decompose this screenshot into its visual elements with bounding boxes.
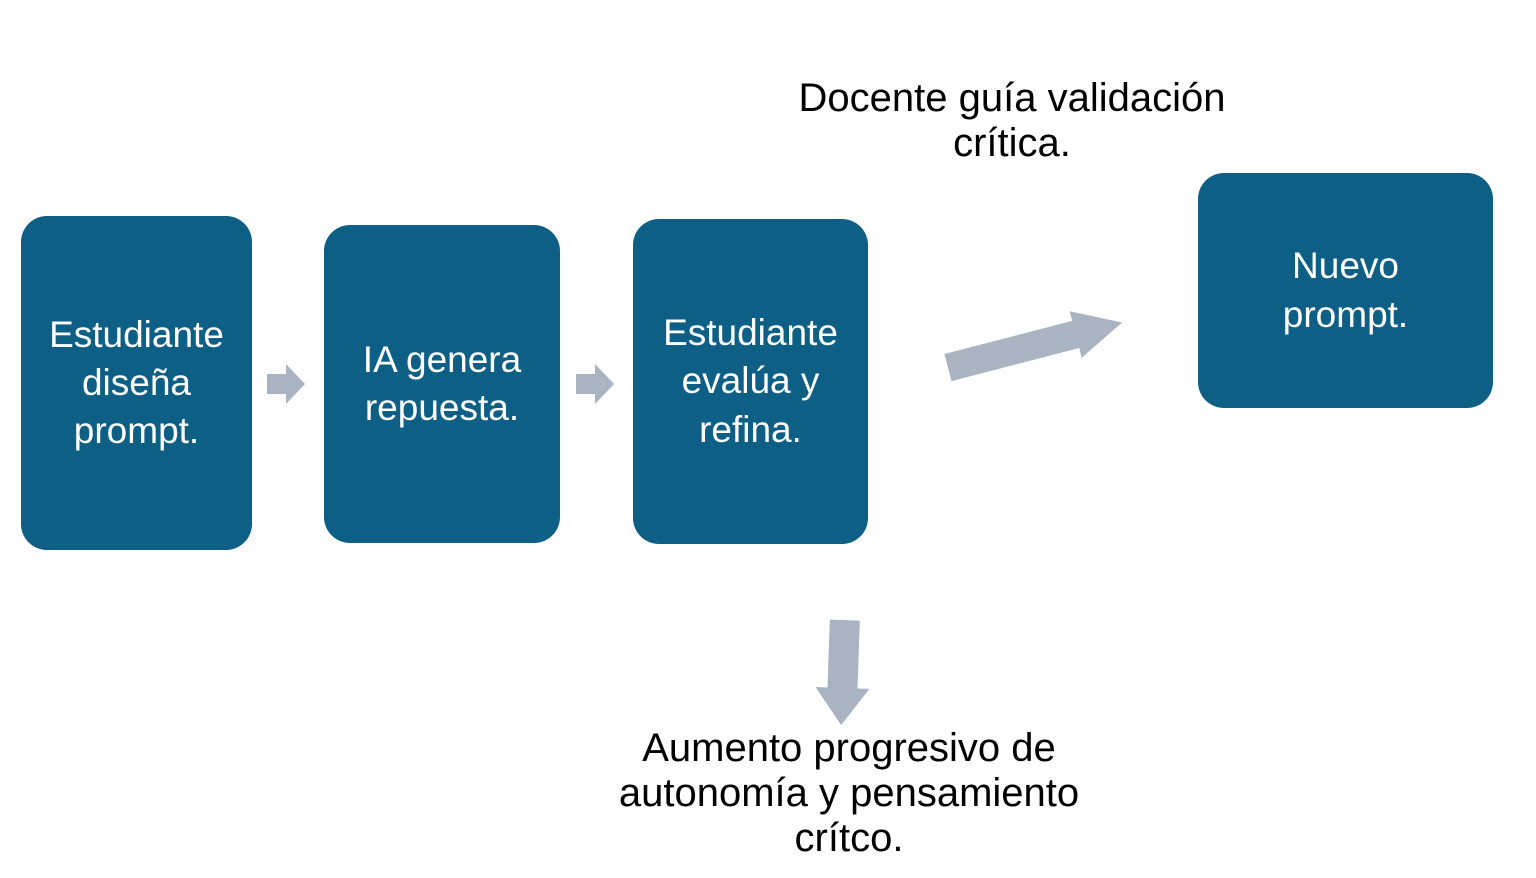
step-box-ia-genera-repuesta: IA genera repuesta. (324, 225, 560, 543)
arrow-diagonal-step3-to-nuevo-prompt-icon (942, 299, 1128, 391)
step-box-estudiante-evalua-refina: Estudiante evalúa y refina. (633, 219, 868, 544)
step-box-estudiante-disena-prompt: Estudiante diseña prompt. (21, 216, 252, 550)
outcome-note: Aumento progresivo de autonomía y pensam… (618, 726, 1080, 861)
arrow-right-step1-to-step2-icon (267, 361, 305, 407)
teacher-guidance-note: Docente guía validación crítica. (798, 76, 1226, 166)
step-box-nuevo-prompt: Nuevo prompt. (1198, 173, 1493, 408)
arrow-right-step2-to-step3-icon (576, 361, 614, 407)
arrow-down-outcome-icon (814, 619, 872, 726)
